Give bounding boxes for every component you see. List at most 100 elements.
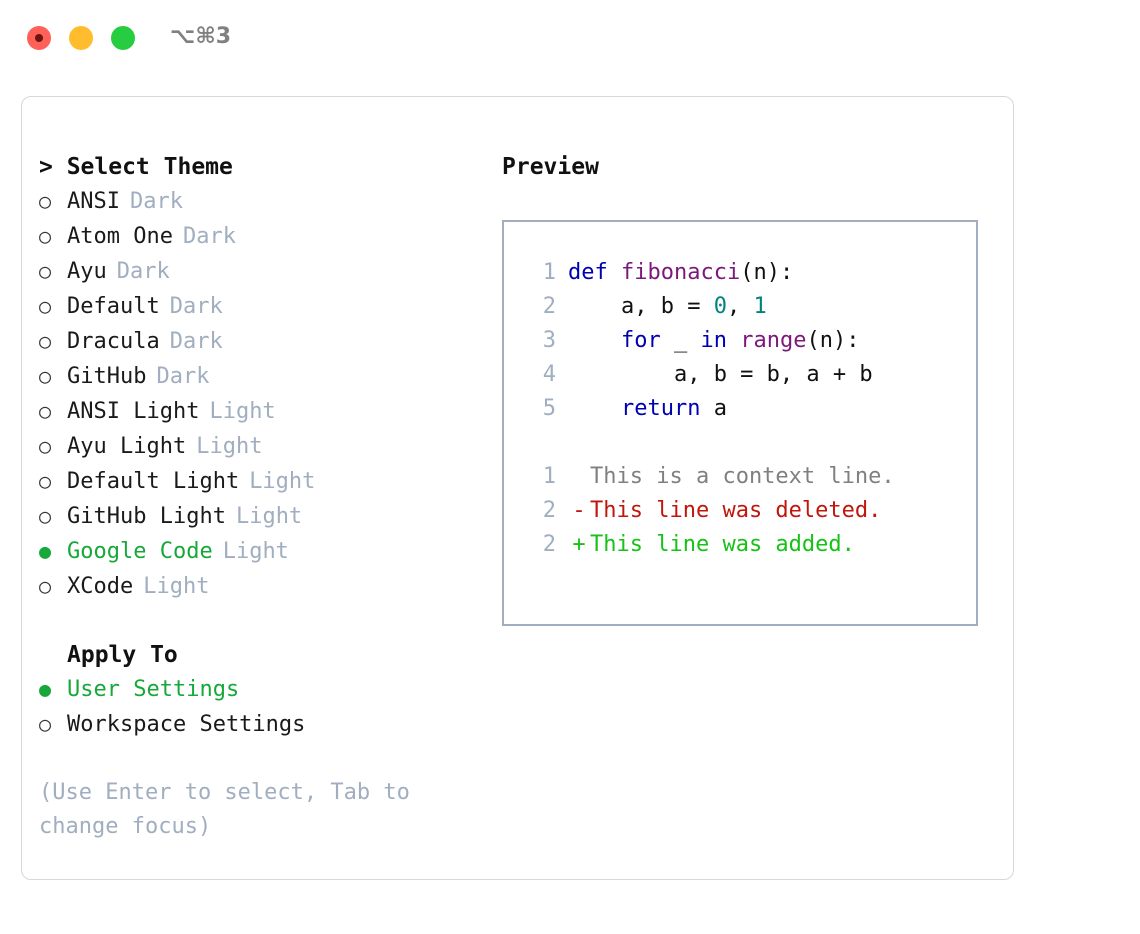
theme-variant-badge: Light [222, 539, 289, 564]
code-token-pn: a, b = b, a + b [568, 362, 873, 387]
title-bar: ⌥⌘3 [0, 0, 1140, 78]
maximize-window-icon[interactable] [111, 26, 135, 50]
diff-line-text: This is a context line. [590, 464, 895, 489]
diff-marker-icon: - [572, 498, 586, 523]
diff-line-text: This line was deleted. [590, 498, 882, 523]
radio-unselected-icon: ○ [39, 189, 52, 213]
code-token-kw: in [700, 328, 727, 353]
select-theme-heading: > Select Theme [39, 154, 233, 180]
diff-marker-icon: + [572, 532, 586, 557]
diff-line-add: 2+This line was added. [522, 528, 976, 562]
theme-variant-badge: Dark [116, 259, 170, 284]
radio-unselected-icon: ○ [39, 399, 52, 423]
theme-option-github[interactable]: ○ GitHub Dark [39, 359, 479, 394]
code-line-text: return a [568, 392, 727, 426]
minimize-window-icon[interactable] [69, 26, 93, 50]
apply-to-option-label: User Settings [67, 677, 240, 702]
code-token-kw: for [620, 328, 661, 353]
theme-option-label: Atom One [67, 224, 173, 249]
code-line-text: a, b = b, a + b [568, 358, 873, 392]
code-line: 2 a, b = 0, 1 [522, 290, 976, 324]
code-line: 1 def fibonacci(n): [522, 256, 976, 290]
theme-option-label: GitHub [67, 364, 147, 389]
apply-to-option-list: ● User Settings ○ Workspace Settings [39, 672, 479, 742]
code-token-fn: fibonacci [621, 260, 741, 285]
radio-unselected-icon: ○ [39, 329, 52, 353]
theme-option-google-code[interactable]: ● Google Code Light [39, 534, 479, 569]
radio-unselected-icon: ○ [39, 364, 52, 388]
theme-variant-badge: Dark [156, 364, 210, 389]
code-token-pn [568, 396, 621, 421]
radio-unselected-icon: ○ [39, 259, 52, 283]
theme-option-label: ANSI [67, 189, 120, 214]
code-line-text: for _ in range(n): [568, 324, 859, 358]
theme-option-label: Google Code [67, 539, 213, 564]
theme-option-label: GitHub Light [67, 504, 226, 529]
radio-unselected-icon: ○ [39, 504, 52, 528]
theme-option-label: ANSI Light [67, 399, 200, 424]
code-token-fn: range [740, 328, 807, 353]
keyboard-shortcut-label: ⌥⌘3 [170, 24, 232, 49]
line-number: 4 [542, 362, 556, 387]
code-line-text: a, b = 0, 1 [568, 290, 767, 324]
code-token-pn: , [726, 294, 754, 319]
radio-unselected-icon: ○ [39, 224, 52, 248]
line-number: 1 [542, 260, 556, 285]
preview-heading: Preview [502, 154, 599, 180]
code-token-kw: def [568, 260, 608, 285]
apply-to-option-label: Workspace Settings [67, 712, 306, 737]
apply-to-option-user-settings[interactable]: ● User Settings [39, 672, 479, 707]
code-line: 3 for _ in range(n): [522, 324, 976, 358]
theme-variant-badge: Dark [169, 294, 223, 319]
diff-line-ctx: 1 This is a context line. [522, 460, 976, 494]
diff-sample: 1 This is a context line.2-This line was… [522, 460, 976, 562]
radio-unselected-icon: ○ [39, 712, 52, 736]
code-token-kw: return [620, 396, 701, 421]
line-number: 2 [542, 294, 556, 319]
radio-selected-icon: ● [39, 539, 52, 563]
code-token-pn: (n): [740, 260, 794, 285]
traffic-lights [27, 26, 135, 50]
line-number: 5 [542, 396, 556, 421]
code-token-num: 0 [713, 294, 727, 319]
code-line-text: def fibonacci(n): [568, 256, 793, 290]
radio-selected-icon: ● [39, 677, 52, 701]
apply-to-option-workspace-settings[interactable]: ○ Workspace Settings [39, 707, 479, 742]
theme-option-label: Default Light [67, 469, 240, 494]
apply-to-heading: Apply To [67, 642, 178, 668]
radio-unselected-icon: ○ [39, 469, 52, 493]
line-number: 1 [542, 464, 556, 489]
code-token-pn: (n): [806, 328, 860, 353]
diff-line-text: This line was added. [590, 532, 855, 557]
code-token-pn [568, 328, 621, 353]
keyboard-hint-text: (Use Enter to select, Tab to change focu… [39, 780, 410, 839]
close-window-icon[interactable] [27, 26, 51, 50]
code-token-pn [727, 328, 740, 353]
theme-option-default-light[interactable]: ○ Default Light Light [39, 464, 479, 499]
theme-variant-badge: Dark [169, 329, 223, 354]
theme-option-label: XCode [67, 574, 134, 599]
theme-variant-badge: Light [249, 469, 316, 494]
code-token-pn: a [700, 396, 727, 421]
theme-variant-badge: Light [196, 434, 263, 459]
line-number: 2 [542, 498, 556, 523]
theme-variant-badge: Light [143, 574, 210, 599]
diff-line-del: 2-This line was deleted. [522, 494, 976, 528]
code-line: 4 a, b = b, a + b [522, 358, 976, 392]
